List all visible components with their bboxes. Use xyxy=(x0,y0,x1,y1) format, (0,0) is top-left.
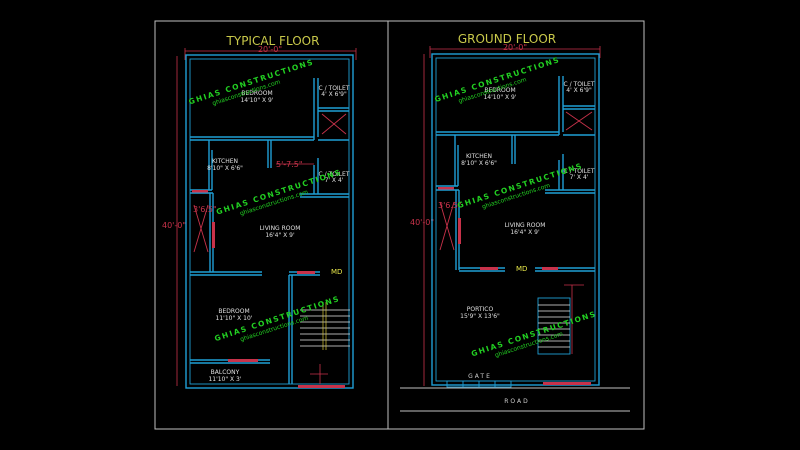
tf-living-size: 16'4" X 9' xyxy=(265,232,295,239)
tf-outer-wall xyxy=(185,54,354,389)
gf-window xyxy=(438,187,454,190)
typical-floor-title: TYPICAL FLOOR xyxy=(226,34,320,48)
tf-window xyxy=(192,190,208,193)
tf-kitchen-name: KITCHEN xyxy=(212,158,238,165)
tf-shaft-cross xyxy=(321,113,347,135)
tf-stair-door xyxy=(298,385,345,388)
gf-toilet1-name: C / TOILET xyxy=(564,81,595,88)
tf-bedroom2-size: 11'10" X 10' xyxy=(216,315,253,322)
gf-portico-name: PORTICO xyxy=(467,306,494,313)
tf-window xyxy=(212,222,215,248)
tf-main-door xyxy=(297,271,315,274)
tf-balcony-door xyxy=(228,359,258,362)
tf-inner-dim2-label: 3'6.5" xyxy=(193,205,217,214)
tf-outer-wall-inner xyxy=(189,58,350,385)
tf-toilet2-name: C / TOILET xyxy=(319,171,350,178)
gf-road-label: ROAD xyxy=(504,398,530,405)
gf-door xyxy=(480,267,498,270)
typical-floor-plan: TYPICAL FLOOR 20'-0" 40'-0" xyxy=(162,34,357,389)
gf-door xyxy=(542,267,558,270)
gf-kitchen-name: KITCHEN xyxy=(466,153,492,160)
gf-outer-wall xyxy=(431,53,600,386)
watermark-company: GHIAS CONSTRUCTIONS xyxy=(215,167,343,216)
watermark-company: GHIAS CONSTRUCTIONS xyxy=(456,161,584,210)
gf-gate-label: GATE xyxy=(468,373,492,380)
tf-main-door-label: MD xyxy=(331,268,342,276)
gf-toilet2-size: 7' X 4' xyxy=(570,174,589,181)
tf-living-name: LIVING ROOM xyxy=(260,225,301,232)
tf-bedroom1-name: BEDROOM xyxy=(241,90,272,97)
gf-outer-wall-inner xyxy=(435,57,596,382)
ground-floor-plan: GROUND FLOOR 20'-0" 40'-0" xyxy=(400,32,630,412)
gf-living-name: LIVING ROOM xyxy=(505,222,546,229)
tf-kitchen-size: 8'10" X 6'6" xyxy=(207,165,243,172)
tf-toilet2-size: 7' X 4' xyxy=(325,177,344,184)
tf-shaft-cross xyxy=(193,204,209,253)
gf-staircase xyxy=(537,284,584,355)
tf-staircase xyxy=(300,302,350,384)
gf-toilet2-name: C / TOILET xyxy=(564,168,595,175)
gf-bedroom1-size: 14'10" X 9' xyxy=(483,94,516,101)
tf-toilet1-name: C / TOILET xyxy=(319,85,350,92)
gf-depth-dim-label: 40'-0" xyxy=(410,218,434,227)
ground-floor-sheet-frame xyxy=(387,20,645,430)
tf-depth-dim-label: 40'-0" xyxy=(162,221,186,230)
tf-watermark-1: GHIAS CONSTRUCTIONS ghiasconstructions.c… xyxy=(187,57,315,107)
tf-watermark-2: GHIAS CONSTRUCTIONS ghiasconstructions.c… xyxy=(215,167,343,217)
gf-kitchen-size: 8'10" X 6'6" xyxy=(461,160,497,167)
tf-inner-dim1-label: 5'-7.5" xyxy=(276,160,303,169)
tf-width-dim-label: 20'-0" xyxy=(258,45,282,54)
tf-balcony-size: 11'10" X 3' xyxy=(208,376,241,383)
gf-window xyxy=(458,218,461,244)
gf-watermark-1: GHIAS CONSTRUCTIONS ghiasconstructions.c… xyxy=(434,55,562,105)
tf-balcony-name: BALCONY xyxy=(211,369,240,376)
gf-shaft-cross xyxy=(439,201,455,251)
gf-inner-dim2-label: 3'6.5" xyxy=(438,201,462,210)
gf-main-door-label: MD xyxy=(516,265,527,273)
gf-toilet1-size: 4' X 6'9" xyxy=(566,87,592,94)
gf-portico-size: 15'9" X 13'6" xyxy=(460,313,500,320)
gf-shaft-cross xyxy=(565,111,593,131)
gf-width-dim-label: 20'-0" xyxy=(503,43,527,52)
gf-living-size: 16'4" X 9' xyxy=(510,229,540,236)
gf-side-door xyxy=(543,382,591,385)
gf-bedroom1-name: BEDROOM xyxy=(484,87,515,94)
tf-bedroom2-name: BEDROOM xyxy=(218,308,249,315)
tf-toilet1-size: 4' X 6'9" xyxy=(321,91,347,98)
ground-floor-title: GROUND FLOOR xyxy=(458,32,556,46)
tf-bedroom1-size: 14'10" X 9' xyxy=(240,97,273,104)
